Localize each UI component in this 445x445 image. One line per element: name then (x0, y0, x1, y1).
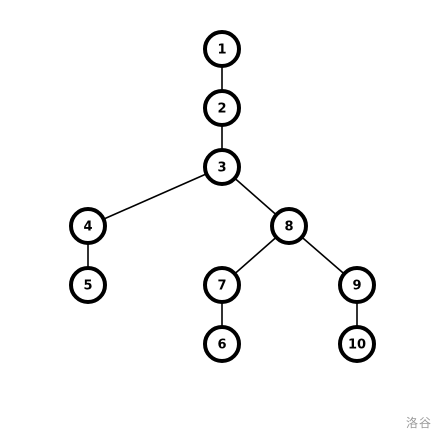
node-circle-10 (338, 325, 376, 363)
nodes-layer: 1 2 3 4 5 8 7 9 6 10 (69, 30, 376, 363)
node-circle-3 (203, 148, 241, 186)
watermark-text: 洛谷 (405, 416, 432, 430)
node-label-4: 4 (83, 220, 92, 235)
node-circle-6 (203, 325, 241, 363)
node-label-8: 8 (284, 220, 293, 235)
node-circle-9 (338, 266, 376, 304)
node-5: 5 (69, 266, 107, 304)
node-8: 8 (270, 207, 308, 245)
node-circle-4 (69, 207, 107, 245)
node-4: 4 (69, 207, 107, 245)
node-7: 7 (203, 266, 241, 304)
node-circle-1 (203, 30, 241, 68)
node-10: 10 (338, 325, 376, 363)
node-label-2: 2 (217, 102, 226, 117)
node-label-7: 7 (217, 279, 226, 294)
node-label-10: 10 (348, 338, 366, 353)
node-label-6: 6 (217, 338, 226, 353)
node-label-1: 1 (217, 43, 226, 58)
node-label-3: 3 (217, 161, 226, 176)
node-circle-2 (203, 89, 241, 127)
node-circle-7 (203, 266, 241, 304)
node-label-9: 9 (352, 279, 361, 294)
node-6: 6 (203, 325, 241, 363)
edge-3-4 (87, 166, 223, 227)
node-1: 1 (203, 30, 241, 68)
node-3: 3 (203, 148, 241, 186)
node-circle-5 (69, 266, 107, 304)
node-9: 9 (338, 266, 376, 304)
node-label-5: 5 (83, 279, 92, 294)
node-circle-8 (270, 207, 308, 245)
node-2: 2 (203, 89, 241, 127)
